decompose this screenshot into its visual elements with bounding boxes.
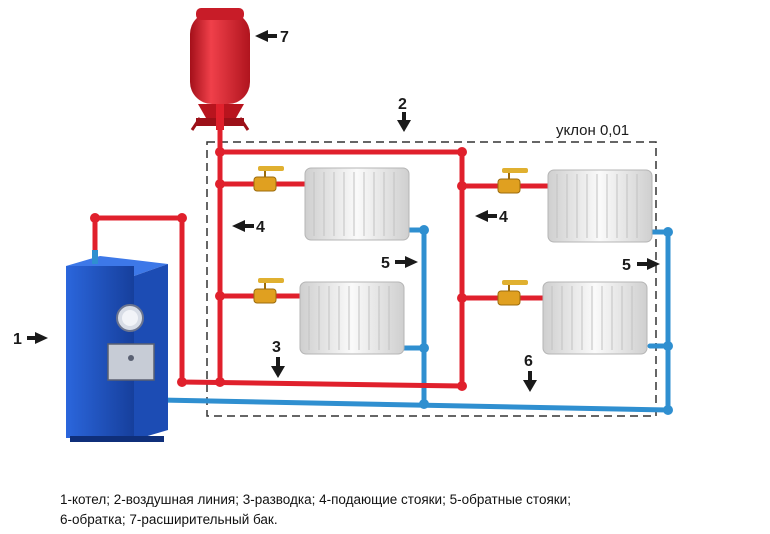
radiator-top-right (547, 169, 653, 243)
pipe-joints (90, 147, 673, 415)
legend-line-1: 1-котел; 2-воздушная линия; 3-разводка; … (60, 492, 571, 507)
radiator-bottom-right (542, 281, 648, 355)
legend: 1-котел; 2-воздушная линия; 3-разводка; … (60, 490, 760, 530)
valve-top-right (497, 168, 528, 194)
label-supply-risers-right: 4 (499, 209, 508, 226)
label-boiler: 1 (13, 331, 22, 348)
label-air-line: 2 (398, 96, 407, 113)
slope-boundary (206, 141, 657, 417)
valve-bottom-right (497, 280, 528, 306)
label-supply-risers-left: 4 (256, 219, 265, 236)
expansion-tank (190, 8, 250, 131)
legend-line-2: 6-обратка; 7-расширительный бак. (60, 512, 278, 527)
boiler (66, 250, 168, 442)
label-expansion-tank: 7 (280, 29, 289, 46)
radiator-top-left (304, 167, 410, 241)
valve-top-left (253, 166, 284, 192)
label-distribution: 3 (272, 339, 281, 356)
label-return-line: 6 (524, 353, 533, 370)
slope-label: уклон 0,01 (556, 122, 629, 139)
callout-arrows (27, 30, 660, 392)
label-return-risers-right: 5 (622, 257, 631, 274)
valve-bottom-left (253, 278, 284, 304)
radiator-bottom-left (299, 281, 405, 355)
label-return-risers-left: 5 (381, 255, 390, 272)
